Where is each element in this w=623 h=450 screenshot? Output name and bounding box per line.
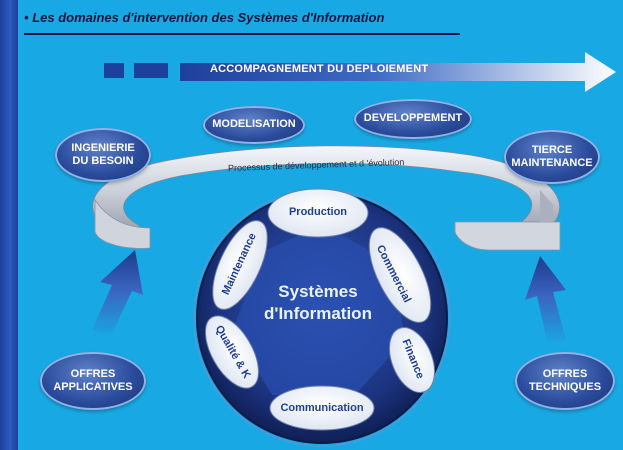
band-right-side bbox=[540, 190, 553, 222]
band-left-end bbox=[94, 198, 151, 249]
arrow-offres-techniques bbox=[525, 256, 566, 345]
pill-ingenierie-line2: DU BESOIN bbox=[72, 155, 134, 167]
pill-ingenierie: INGENIERIE DU BESOIN bbox=[55, 128, 151, 182]
offres-applicatives-line1: OFFRES bbox=[70, 367, 116, 380]
pill-offres-techniques: OFFRES TECHNIQUES bbox=[515, 352, 615, 410]
wheel-inner bbox=[233, 225, 405, 398]
title-text: Les domaines d'intervention des Systèmes… bbox=[32, 10, 385, 25]
pill-modelisation-label: MODELISATION bbox=[212, 118, 296, 131]
page-title: • Les domaines d'intervention des Systèm… bbox=[24, 10, 384, 25]
domain-production: Production bbox=[288, 206, 348, 218]
center-title: Systèmes d'Information bbox=[256, 281, 380, 325]
banner-square-1 bbox=[104, 63, 124, 78]
petal-production bbox=[267, 188, 369, 238]
pill-modelisation: MODELISATION bbox=[203, 106, 305, 144]
center-title-line2: d'Information bbox=[264, 304, 372, 324]
banner-label: ACCOMPAGNEMENT DU DEPLOIEMENT bbox=[210, 63, 429, 75]
pill-tierce: TIERCE MAINTENANCE bbox=[504, 130, 600, 184]
pill-tierce-line2: MAINTENANCE bbox=[511, 157, 593, 169]
offres-techniques-line1: OFFRES bbox=[542, 367, 588, 380]
title-bullet: • bbox=[24, 10, 29, 25]
arrow-offres-applicatives bbox=[92, 250, 143, 338]
domain-communication: Communication bbox=[280, 402, 364, 414]
petal-maintenance bbox=[212, 220, 268, 310]
petal-finance bbox=[389, 327, 435, 393]
banner-square-2 bbox=[134, 63, 168, 78]
petal-qualite bbox=[205, 315, 259, 389]
center-title-line1: Systèmes bbox=[278, 282, 358, 301]
pill-developpement: DEVELOPPEMENT bbox=[354, 99, 472, 139]
pill-offres-applicatives: OFFRES APPLICATIVES bbox=[40, 352, 146, 410]
petal-commercial bbox=[368, 227, 432, 323]
offres-techniques-line2: TECHNIQUES bbox=[528, 381, 602, 393]
pill-tierce-line1: TIERCE bbox=[531, 143, 573, 156]
deployment-arrow bbox=[180, 52, 616, 92]
title-underline bbox=[24, 33, 460, 35]
pill-developpement-label: DEVELOPPEMENT bbox=[363, 112, 463, 125]
pill-ingenierie-line1: INGENIERIE bbox=[71, 141, 135, 154]
offres-applicatives-line2: APPLICATIVES bbox=[53, 381, 133, 393]
band-right-end bbox=[454, 221, 561, 251]
petal-communication bbox=[269, 385, 375, 431]
